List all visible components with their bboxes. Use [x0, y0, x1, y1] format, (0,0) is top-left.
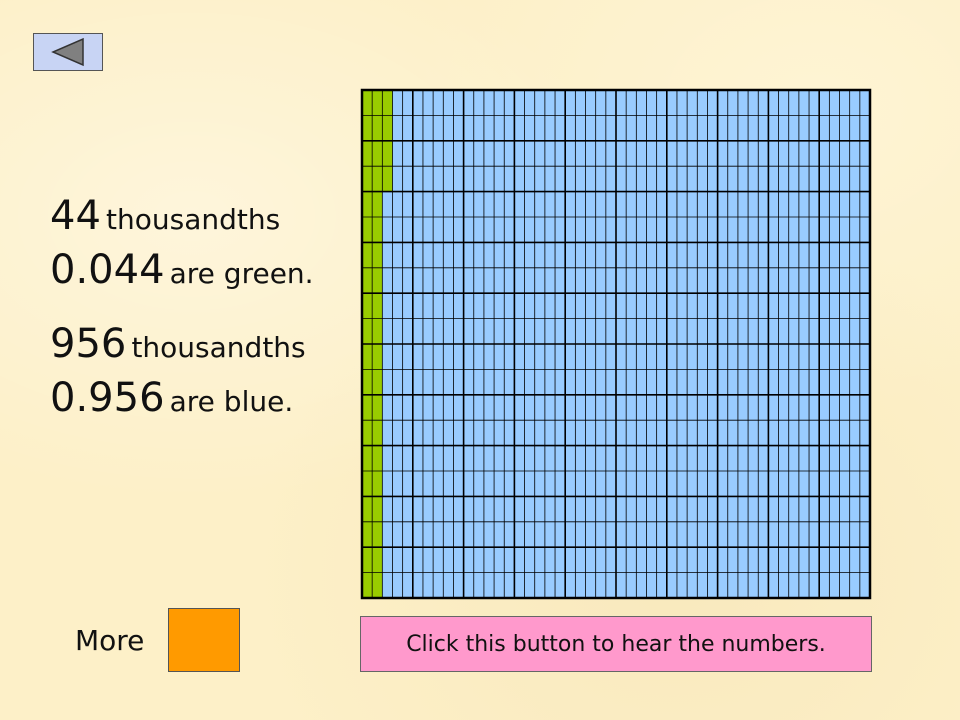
green-cell [362, 572, 373, 598]
grid-svg [360, 88, 872, 600]
back-button[interactable] [33, 33, 103, 71]
green-cell [372, 344, 383, 370]
hear-numbers-button[interactable]: Click this button to hear the numbers. [360, 616, 872, 672]
green-cell [362, 496, 373, 522]
thousandths-grid [360, 88, 872, 600]
green-cell [382, 115, 393, 141]
green-cell [362, 369, 373, 395]
green-suffix: are green. [169, 257, 314, 290]
green-count-line: 44 thousandths [50, 196, 314, 236]
blue-count: 956 [50, 321, 127, 367]
blue-decimal: 0.956 [50, 375, 165, 421]
green-cell [372, 445, 383, 471]
green-cell [362, 471, 373, 497]
green-cell [372, 293, 383, 319]
green-count: 44 [50, 193, 101, 239]
green-decimal: 0.044 [50, 247, 165, 293]
green-cell [382, 166, 393, 192]
green-cell [362, 521, 373, 548]
green-cell [372, 140, 383, 167]
blue-decimal-line: 0.956 are blue. [50, 378, 306, 418]
green-cell [372, 471, 383, 497]
green-cell [362, 420, 373, 446]
green-cell [372, 166, 383, 192]
green-cell [362, 242, 373, 268]
green-cell [372, 318, 383, 344]
green-cell [362, 394, 373, 421]
left-triangle-icon [51, 37, 84, 67]
blue-count-line: 956 thousandths [50, 324, 306, 364]
more-button[interactable] [168, 608, 240, 672]
green-cell [372, 90, 383, 116]
green-cell [372, 267, 383, 294]
green-cell [362, 445, 373, 471]
green-cell [372, 394, 383, 421]
green-cell [362, 90, 373, 116]
green-cell [362, 547, 373, 573]
green-cell [372, 572, 383, 598]
green-cell [362, 115, 373, 141]
green-cell [372, 191, 383, 217]
green-cell [372, 115, 383, 141]
green-cell [372, 217, 383, 243]
green-cell [372, 547, 383, 573]
green-cell [362, 166, 373, 192]
green-cell [362, 344, 373, 370]
grid-border [360, 88, 872, 600]
green-cell [372, 369, 383, 395]
blue-suffix: are blue. [169, 385, 294, 418]
more-label: More [75, 624, 145, 657]
green-cell [362, 191, 373, 217]
green-cell [362, 293, 373, 319]
green-decimal-line: 0.044 are green. [50, 250, 314, 290]
green-cell [382, 140, 393, 167]
green-cell [362, 318, 373, 344]
blue-unit: thousandths [131, 331, 306, 364]
blue-info: 956 thousandths 0.956 are blue. [50, 324, 306, 418]
green-cell [372, 242, 383, 268]
green-cell [372, 420, 383, 446]
green-cell [362, 267, 373, 294]
green-cell [382, 90, 393, 116]
green-info: 44 thousandths 0.044 are green. [50, 196, 314, 290]
green-cell [362, 140, 373, 167]
green-cell [372, 496, 383, 522]
green-cell [372, 521, 383, 548]
green-unit: thousandths [106, 203, 281, 236]
green-cell [362, 217, 373, 243]
